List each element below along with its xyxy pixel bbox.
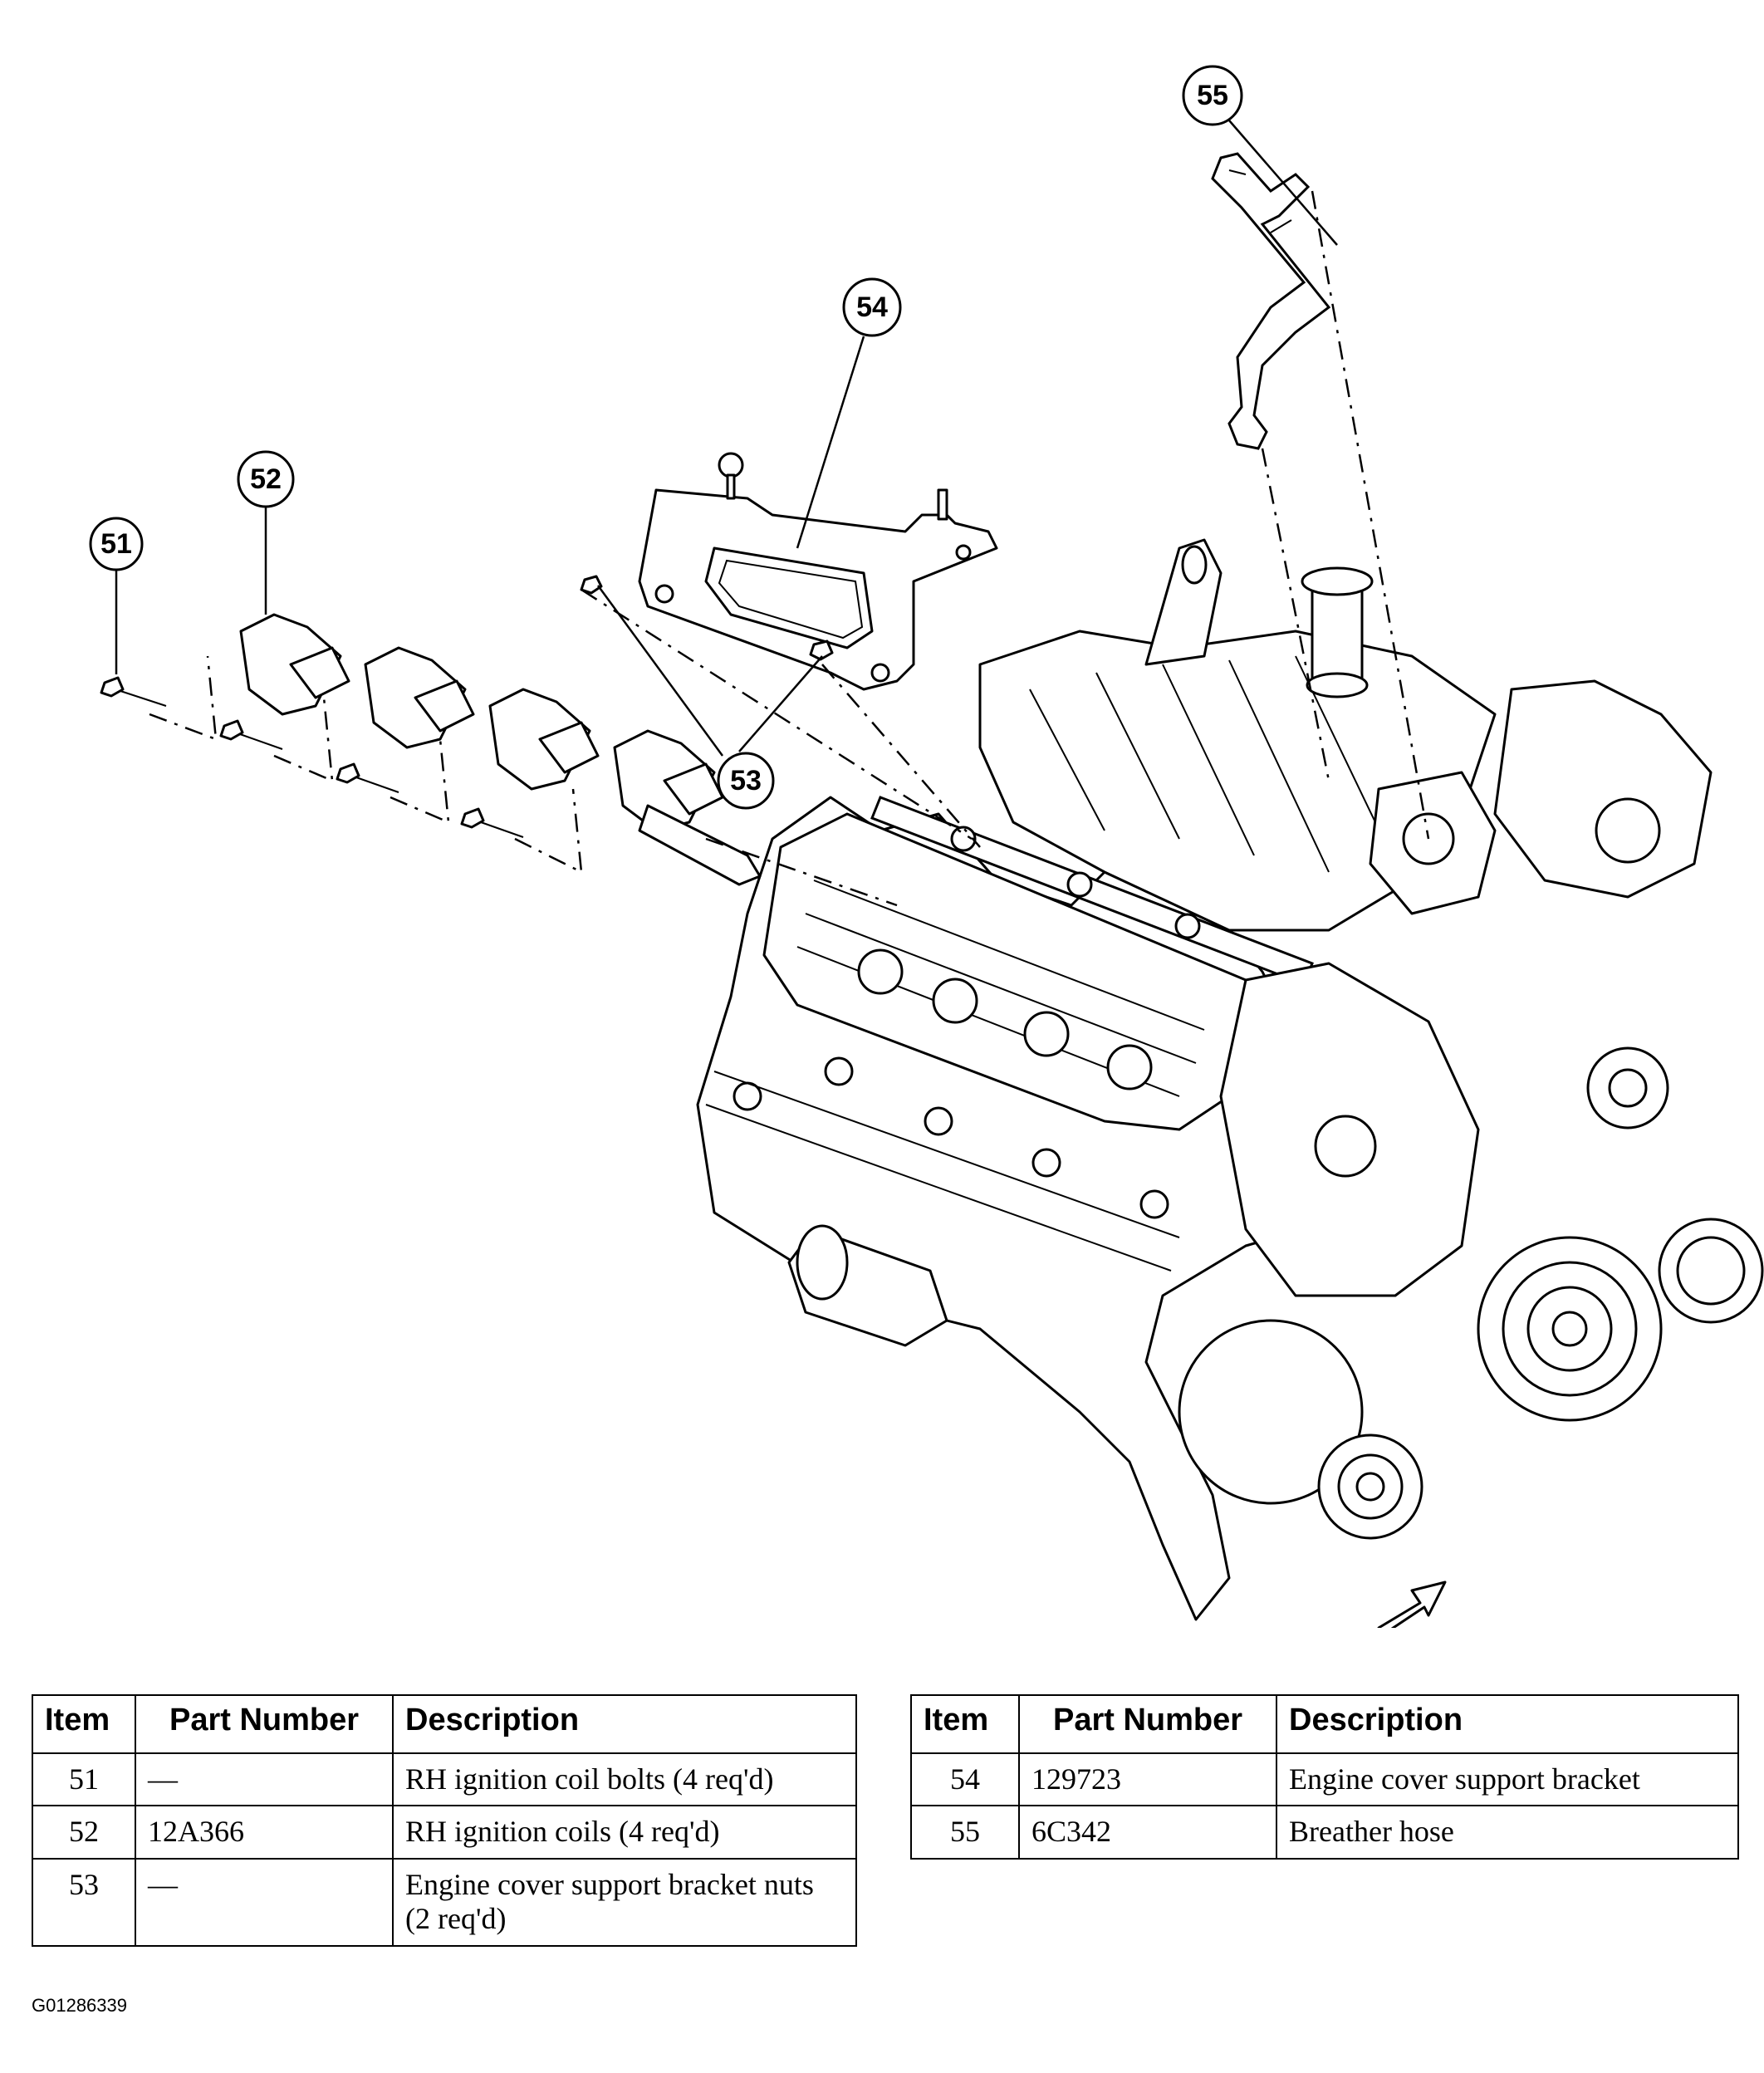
callout-leaders xyxy=(115,120,1338,757)
callout-51: 51 xyxy=(89,517,144,571)
cell-item: 54 xyxy=(910,1752,1020,1807)
cell-description: Breather hose xyxy=(1276,1805,1739,1860)
engine-assembly xyxy=(696,538,1764,1628)
breather-hose xyxy=(1211,152,1331,450)
cell-part-number: 12A366 xyxy=(135,1805,394,1860)
cell-description: Engine cover support bracket nuts (2 req… xyxy=(392,1857,857,1947)
cell-part-number: — xyxy=(135,1752,394,1807)
cell-part-number: — xyxy=(135,1857,394,1947)
table-row: 54 129723 Engine cover support bracket xyxy=(910,1752,1739,1807)
table-row: 51 — RH ignition coil bolts (4 req'd) xyxy=(32,1752,857,1807)
figure-code: G01286339 xyxy=(32,1995,127,2016)
cell-item: 53 xyxy=(32,1857,136,1947)
table-row: 53 — Engine cover support bracket nuts (… xyxy=(32,1857,857,1947)
callout-53-label: 53 xyxy=(730,765,762,796)
callout-55: 55 xyxy=(1182,65,1243,126)
parts-table-left: Item Part Number Description 51 — RH ign… xyxy=(32,1694,857,1947)
header-description: Description xyxy=(392,1694,857,1754)
callout-52-label: 52 xyxy=(250,463,282,495)
callout-53: 53 xyxy=(717,752,775,810)
cell-description: RH ignition coil bolts (4 req'd) xyxy=(392,1752,857,1807)
header-part-number: Part Number xyxy=(1018,1694,1277,1754)
cell-item: 51 xyxy=(32,1752,136,1807)
table-header-row: Item Part Number Description xyxy=(910,1694,1739,1754)
cell-item: 55 xyxy=(910,1805,1020,1860)
table-row: 52 12A366 RH ignition coils (4 req'd) xyxy=(32,1805,857,1860)
installation-guide-lines xyxy=(149,190,1430,907)
ignition-coil-bolts xyxy=(100,676,524,838)
callout-51-label: 51 xyxy=(100,528,132,560)
cell-part-number: 6C342 xyxy=(1018,1805,1277,1860)
parts-table-right: Item Part Number Description 54 129723 E… xyxy=(910,1694,1739,1860)
cell-description: Engine cover support bracket xyxy=(1276,1752,1739,1807)
exploded-view-diagram: 51 52 53 54 55 xyxy=(89,65,1764,1628)
table-header-row: Item Part Number Description xyxy=(32,1694,857,1754)
cell-item: 52 xyxy=(32,1805,136,1860)
callout-54-label: 54 xyxy=(856,292,888,323)
callout-52: 52 xyxy=(237,450,295,508)
engine-cover-support-bracket xyxy=(638,452,998,691)
header-item: Item xyxy=(910,1694,1020,1754)
cell-part-number: 129723 xyxy=(1018,1752,1277,1807)
bracket-nuts xyxy=(580,575,834,661)
table-row: 55 6C342 Breather hose xyxy=(910,1805,1739,1860)
callout-55-label: 55 xyxy=(1197,80,1228,111)
header-item: Item xyxy=(32,1694,136,1754)
cell-description: RH ignition coils (4 req'd) xyxy=(392,1805,857,1860)
ignition-coils xyxy=(239,613,762,886)
callout-54: 54 xyxy=(842,277,902,337)
header-description: Description xyxy=(1276,1694,1739,1754)
header-part-number: Part Number xyxy=(135,1694,394,1754)
